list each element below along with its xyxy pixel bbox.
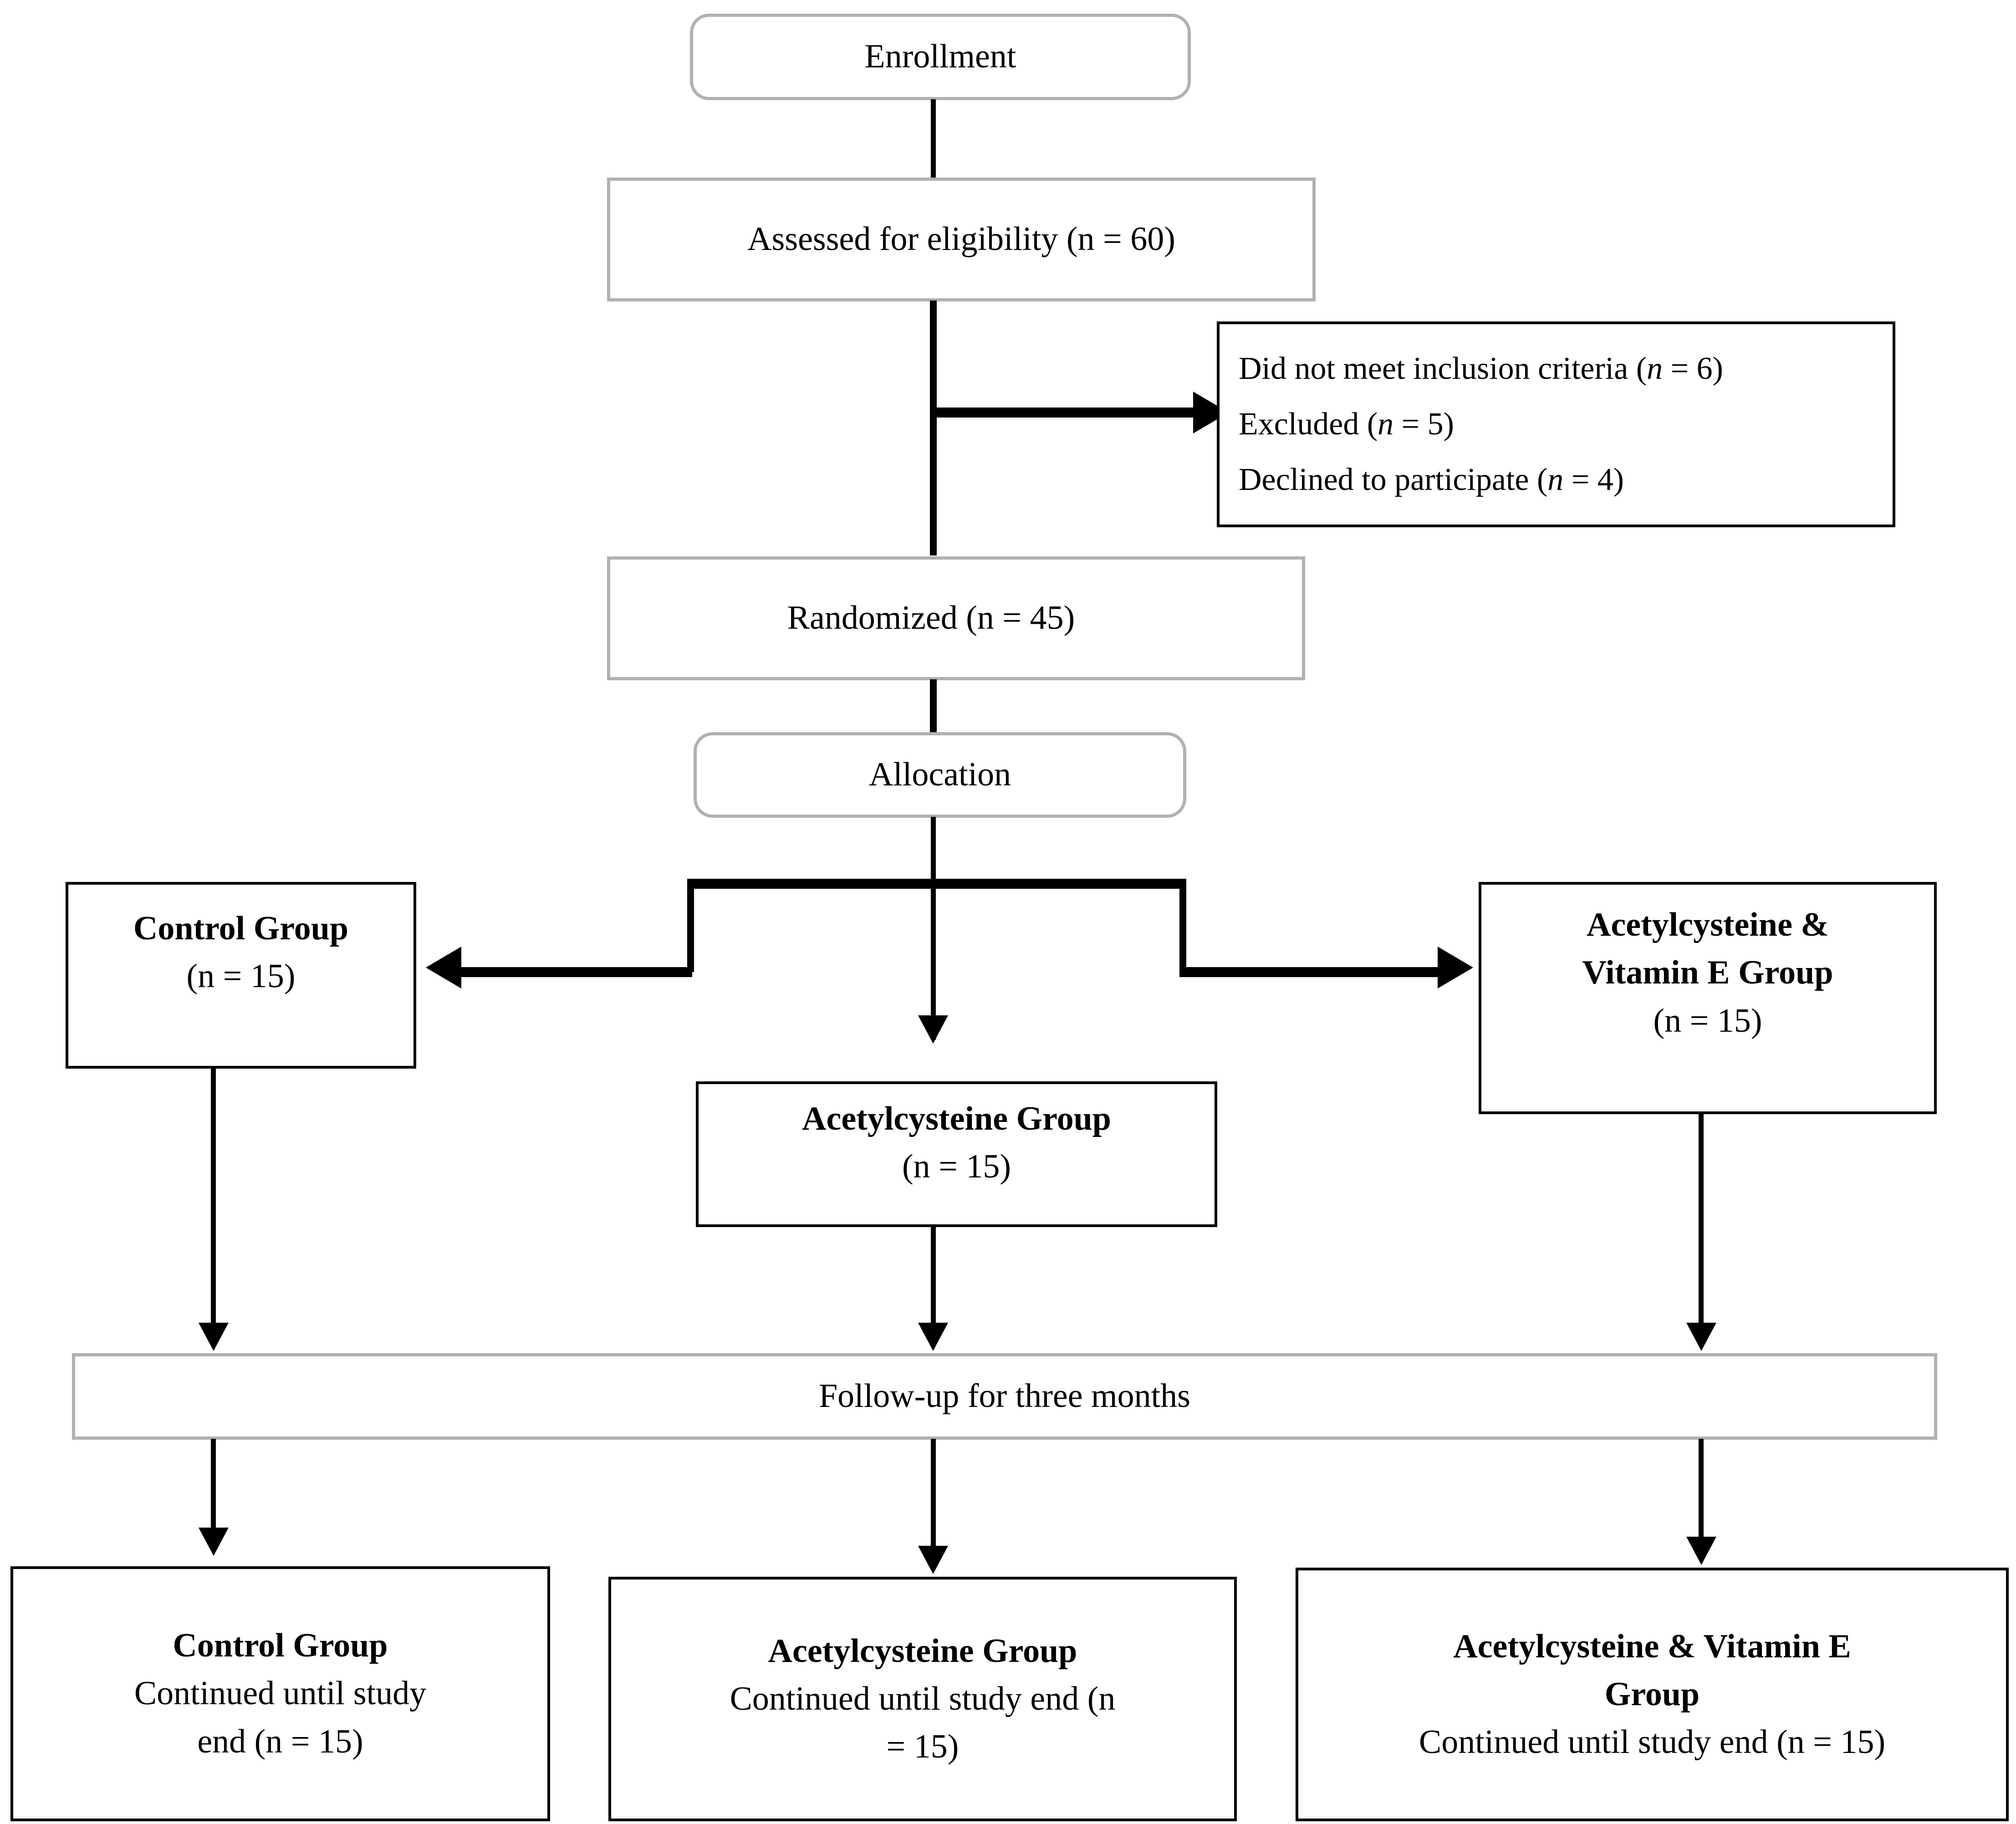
connector-enrollment-to-assessed (931, 99, 936, 179)
exclusion-var: n (1547, 462, 1564, 497)
final-nac-vite-detail-line1: Continued until study end (n = 15) (1419, 1723, 1886, 1761)
final-control-detail-line2: end (n = 15) (197, 1722, 363, 1760)
node-box-randomized: Randomized (n = 45) (607, 556, 1305, 680)
final-nac-title: Acetylcysteine Group (768, 1632, 1077, 1670)
exclusion-reason: Declined to participate ( (1239, 462, 1548, 497)
arrowhead-control-to-followup (199, 1323, 229, 1351)
alloc-control-title: Control Group (133, 909, 349, 947)
node-box-final-control-group: Control Group Continued until study end … (10, 1566, 550, 1821)
alloc-nac-title: Acetylcysteine Group (802, 1100, 1111, 1137)
node-box-alloc-control-group: Control Group (n = 15) (66, 882, 416, 1069)
exclusion-item: Declined to participate (n = 4) (1239, 464, 1624, 496)
arrowhead-followup-to-final-nac-vite (1686, 1537, 1716, 1565)
connector-randomized-to-allocation (930, 679, 937, 739)
node-box-final-acetylcysteine-vitamine-group: Acetylcysteine & Vitamin E Group Continu… (1296, 1568, 2009, 1821)
arrowhead-nac-vite-to-followup (1686, 1323, 1716, 1351)
stage-label-followup: Follow-up for three months (819, 1377, 1190, 1415)
alloc-nac-vite-count: (n = 15) (1653, 1002, 1762, 1039)
branch-drop-right (1179, 879, 1186, 972)
connector-followup-to-final-nac (931, 1439, 936, 1562)
final-nac-detail-line1: Continued until study end (n (730, 1680, 1116, 1717)
exclusion-item: Excluded (n = 5) (1239, 408, 1454, 440)
exclusion-item: Did not meet inclusion criteria (n = 6) (1239, 353, 1723, 385)
stage-label-enrollment: Enrollment (864, 38, 1016, 76)
stage-box-allocation: Allocation (694, 732, 1186, 818)
arrowhead-to-acetylcysteine-vitamine-group (1438, 947, 1473, 988)
stage-box-followup: Follow-up for three months (72, 1353, 1937, 1440)
final-control-detail-line1: Continued until study (134, 1675, 427, 1712)
randomized-label: Randomized (n = 45) (787, 599, 1075, 637)
connector-to-acetylcysteine-vitamine-group (1179, 967, 1439, 977)
branch-drop-left (687, 879, 694, 972)
final-control-title: Control Group (173, 1627, 388, 1665)
connector-to-exclusions (930, 408, 1194, 418)
exclusion-var: n (1647, 351, 1663, 386)
final-nac-vite-title-line1: Acetylcysteine & Vitamin E (1453, 1627, 1851, 1665)
final-nac-detail-line2: = 15) (886, 1728, 959, 1766)
connector-nac-to-followup (931, 1227, 936, 1342)
connector-control-to-followup (211, 1069, 216, 1342)
exclusion-reason: Did not meet inclusion criteria ( (1239, 351, 1647, 386)
assessed-label: Assessed for eligibility (n = 60) (747, 220, 1175, 258)
connector-followup-to-final-nac-vite (1699, 1439, 1704, 1553)
node-box-final-acetylcysteine-group: Acetylcysteine Group Continued until stu… (608, 1577, 1237, 1821)
node-box-exclusions: Did not meet inclusion criteria (n = 6) … (1217, 321, 1895, 527)
final-nac-vite-title-line2: Group (1604, 1675, 1700, 1713)
connector-allocation-spine (931, 817, 936, 1040)
arrowhead-followup-to-final-nac (918, 1546, 948, 1574)
connector-assessed-to-randomized (930, 301, 937, 555)
exclusion-count: = 4) (1563, 462, 1624, 497)
node-box-alloc-acetylcysteine-vitamine-group: Acetylcysteine & Vitamin E Group (n = 15… (1479, 882, 1937, 1114)
node-box-assessed-for-eligibility: Assessed for eligibility (n = 60) (607, 178, 1316, 301)
exclusion-var: n (1378, 407, 1394, 442)
node-box-alloc-acetylcysteine-group: Acetylcysteine Group (n = 15) (696, 1081, 1217, 1227)
exclusion-count: = 5) (1393, 407, 1454, 442)
exclusion-count: = 6) (1663, 351, 1723, 386)
exclusion-reason: Excluded ( (1239, 407, 1378, 442)
arrowhead-nac-to-followup (918, 1323, 948, 1351)
alloc-control-count: (n = 15) (186, 958, 296, 995)
branch-bar-allocation (687, 879, 1186, 889)
stage-label-allocation: Allocation (868, 756, 1011, 794)
connector-to-control-group (460, 967, 692, 977)
stage-box-enrollment: Enrollment (690, 14, 1191, 100)
alloc-nac-count: (n = 15) (902, 1148, 1011, 1185)
alloc-nac-vite-title-line2: Vitamin E Group (1582, 954, 1833, 992)
alloc-nac-vite-title-line1: Acetylcysteine & (1586, 906, 1829, 944)
arrowhead-to-control-group (426, 947, 461, 988)
connector-followup-to-final-control (211, 1439, 216, 1544)
connector-nac-vite-to-followup (1699, 1114, 1704, 1342)
arrowhead-to-acetylcysteine-group (918, 1015, 948, 1044)
arrowhead-followup-to-final-control (199, 1528, 229, 1556)
